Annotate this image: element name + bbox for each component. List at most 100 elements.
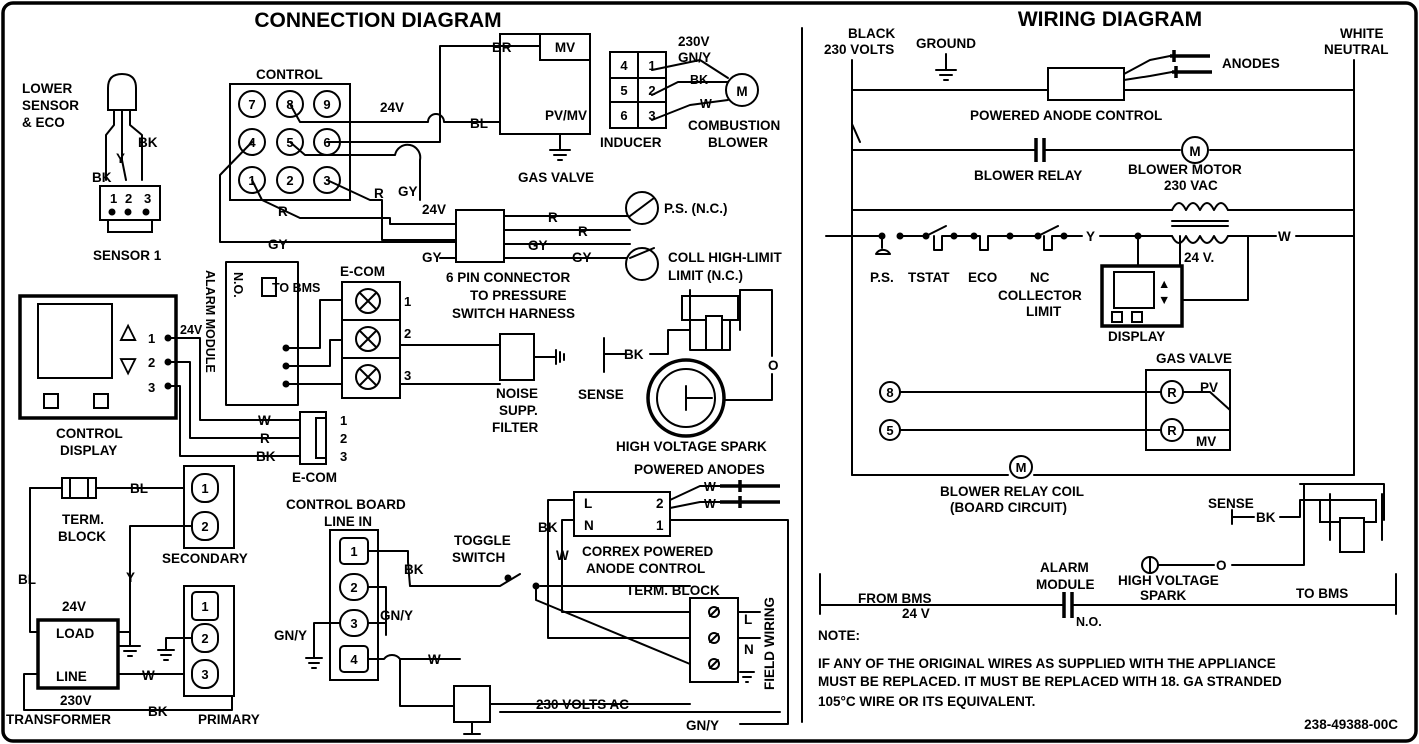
sensor1-label: SENSOR 1 bbox=[93, 248, 162, 263]
inducer-pin-5: 5 bbox=[620, 83, 627, 98]
wiring-hv-label-1: HIGH VOLTAGE bbox=[1118, 573, 1219, 588]
alarm-contact-icon bbox=[1062, 592, 1074, 618]
ecom-label-bottom: E-COM bbox=[292, 470, 337, 485]
transformer-wire-bk: BK bbox=[148, 704, 168, 719]
transformer-line: LINE bbox=[56, 669, 87, 684]
primary-pin-1: 1 bbox=[201, 599, 208, 614]
wiring-ps-label: P.S. bbox=[870, 270, 894, 285]
connection-title: CONNECTION DIAGRAM bbox=[254, 9, 501, 32]
ecom-plug-pin-1: 1 bbox=[340, 413, 347, 428]
sense-wire-bk: BK bbox=[624, 347, 644, 362]
correx-1: 1 bbox=[656, 518, 664, 533]
part-number: 238-49388-00C bbox=[1304, 717, 1398, 732]
limit-wire-gy1: GY bbox=[528, 238, 548, 253]
wire-gy-label-1: GY bbox=[398, 184, 418, 199]
wire-r-label-2: R bbox=[278, 204, 288, 219]
secondary-wire-bl: BL bbox=[130, 481, 148, 496]
correx-wire-w: W bbox=[556, 548, 569, 563]
gas-valve-ground-icon bbox=[549, 133, 571, 161]
ecom-pin-1: 1 bbox=[404, 294, 411, 309]
ps-wire-r2: R bbox=[578, 224, 588, 239]
term-block-label-1: TERM. bbox=[62, 512, 104, 527]
wiring-pac-label: POWERED ANODE CONTROL bbox=[970, 108, 1162, 123]
wiring-hv-label-2: SPARK bbox=[1140, 588, 1187, 603]
ecom-wire-bk: BK bbox=[256, 449, 276, 464]
transformer-load: LOAD bbox=[56, 626, 94, 641]
transformer-label: TRANSFORMER bbox=[6, 712, 111, 727]
term-block-fuse bbox=[61, 477, 97, 499]
wiring-bms-24v: 24 V bbox=[902, 606, 930, 621]
hv-spark-label: HIGH VOLTAGE SPARK bbox=[616, 439, 767, 454]
transformer-wire-w: W bbox=[142, 668, 155, 683]
gas-valve-box bbox=[499, 33, 591, 135]
ps-switch-icon bbox=[875, 235, 891, 255]
wiring-24v-label: 24 V. bbox=[1184, 250, 1214, 265]
wiring-black-label-2: 230 VOLTS bbox=[824, 42, 894, 57]
wiring-white-label-1: WHITE bbox=[1340, 26, 1384, 41]
alarm-to-bms: TO BMS bbox=[272, 281, 320, 295]
noise-filter-label-3: FILTER bbox=[492, 420, 538, 435]
sensor-pin-3: 3 bbox=[144, 191, 151, 206]
wiring-y-label: Y bbox=[1086, 229, 1095, 244]
six-pin-24v: 24V bbox=[422, 202, 446, 217]
secondary-pin-1: 1 bbox=[201, 481, 208, 496]
powered-anode-control-box bbox=[1047, 67, 1125, 101]
noise-filter-ground-icon bbox=[533, 349, 565, 365]
lower-sensor-label-3: & ECO bbox=[22, 115, 65, 130]
inducer-label: INDUCER bbox=[600, 135, 662, 150]
display-up-arrow-icon[interactable]: △ bbox=[119, 320, 137, 343]
primary-pin-3: 3 bbox=[201, 667, 208, 682]
primary-label: PRIMARY bbox=[198, 712, 260, 727]
display-screen bbox=[37, 303, 113, 379]
blower-relay-contact-icon bbox=[1034, 138, 1046, 162]
coll-limit-label-2: LIMIT (N.C.) bbox=[668, 268, 743, 283]
wiring-from-bms: FROM BMS bbox=[858, 591, 932, 606]
cb-pin-1: 1 bbox=[350, 544, 357, 559]
wiring-mv-label: MV bbox=[1196, 434, 1216, 449]
correx-n: N bbox=[584, 518, 594, 533]
wiring-blower-motor-label-2: 230 VAC bbox=[1164, 178, 1218, 193]
combustion-blower-label-1: COMBUSTION bbox=[688, 118, 780, 133]
blower-relay-coil-m: M bbox=[1016, 460, 1027, 475]
inducer-pin-4: 4 bbox=[620, 58, 628, 73]
combustion-blower-motor-icon bbox=[725, 73, 759, 107]
wiring-alarm-label-1: ALARM bbox=[1040, 560, 1089, 575]
collector-limit-switch-icon bbox=[1009, 225, 1083, 251]
correx-label-1: CORREX POWERED bbox=[582, 544, 714, 559]
field-tb-l: L bbox=[744, 612, 752, 627]
correx-2: 2 bbox=[656, 496, 664, 511]
anode-wire-w2: W bbox=[704, 497, 716, 511]
wiring-mv-r: R bbox=[1167, 423, 1177, 438]
connection-diagram: CONNECTION DIAGRAM LOWER SENSOR & ECO BK… bbox=[6, 9, 789, 735]
secondary-label: SECONDARY bbox=[162, 551, 248, 566]
note-heading: NOTE: bbox=[818, 628, 860, 643]
blower-motor-icon bbox=[1181, 136, 1209, 164]
display-button-right[interactable] bbox=[93, 393, 109, 409]
toggle-switch-label-2: SWITCH bbox=[452, 550, 505, 565]
wire-gy-label-2: GY bbox=[268, 237, 288, 252]
wiring-pv-r: R bbox=[1167, 385, 1177, 400]
ecom-plug-pin-2: 2 bbox=[340, 431, 347, 446]
term-block-label-2: BLOCK bbox=[58, 529, 106, 544]
ps-wire-r1: R bbox=[548, 210, 558, 225]
display-pin-3: 3 bbox=[148, 380, 155, 395]
control-pin-7: 7 bbox=[248, 97, 255, 112]
gasvalve-wire-br: BR bbox=[492, 40, 512, 55]
ecom-pin-2: 2 bbox=[404, 326, 411, 341]
display-down-arrow-icon[interactable]: ▽ bbox=[119, 354, 137, 377]
wiring-alarm-no: N.O. bbox=[1076, 615, 1102, 629]
inducer-wire-bk: BK bbox=[690, 73, 708, 87]
alarm-no-label: N.O. bbox=[231, 272, 245, 298]
wiring-spark-o: O bbox=[1216, 558, 1227, 573]
wiring-nc-label: NC bbox=[1030, 270, 1050, 285]
wiring-white-label-2: NEUTRAL bbox=[1324, 42, 1389, 57]
inducer-pin-2: 2 bbox=[648, 83, 655, 98]
anode-wire-w1: W bbox=[704, 480, 716, 494]
inducer-wire-w: W bbox=[700, 97, 712, 111]
limit-wire-gy2: GY bbox=[572, 250, 592, 265]
field-wiring-label: FIELD WIRING bbox=[762, 597, 777, 690]
inducer-230v: 230V bbox=[678, 34, 710, 49]
display-button-left[interactable] bbox=[43, 393, 59, 409]
control-display-label-2: DISPLAY bbox=[60, 443, 117, 458]
